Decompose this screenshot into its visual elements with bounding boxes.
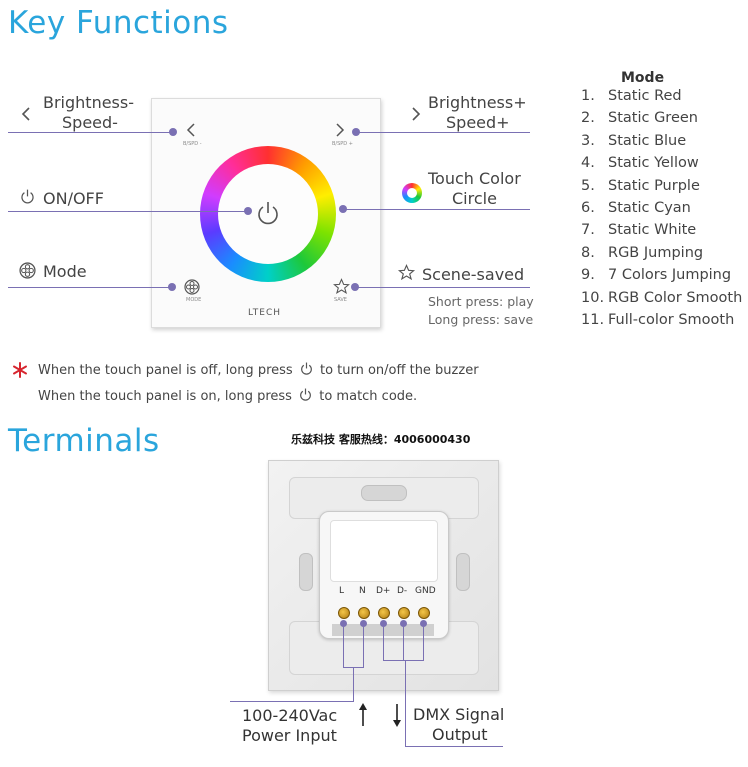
label-brightness-plus: Brightness+ xyxy=(428,93,527,112)
label-power-input: Power Input xyxy=(242,726,337,745)
chevron-right-icon xyxy=(412,107,421,121)
pin-label-dplus: D+ xyxy=(376,586,391,596)
note-line-1: When the touch panel is off, long press … xyxy=(38,362,479,378)
mode-item: 5.Static Purple xyxy=(581,177,700,194)
wire-dot-dminus xyxy=(400,620,407,627)
star-icon xyxy=(397,263,416,281)
panel-power-icon xyxy=(258,202,278,225)
pin-label-dminus: D- xyxy=(397,586,408,596)
panel-mode-text: MODE xyxy=(186,297,202,303)
panel-chevron-right-icon xyxy=(336,123,345,137)
power-icon xyxy=(21,189,34,204)
dot-on-off xyxy=(244,207,252,215)
label-scene-saved: Scene-saved xyxy=(422,265,525,284)
terminals-heading: Terminals xyxy=(8,423,160,459)
rule-brightness-minus xyxy=(8,132,173,133)
hotline-text: 乐兹科技 客服热线：4006000430 xyxy=(291,433,471,446)
arrow-down-icon xyxy=(393,704,401,727)
mode-flower-icon xyxy=(19,262,36,279)
label-power-voltage: 100-240Vac xyxy=(242,706,338,725)
label-touch-color: Touch Color xyxy=(428,169,521,188)
slot-right xyxy=(456,553,470,591)
note-line-2: When the touch panel is on, long press t… xyxy=(38,388,418,404)
panel-brand: LTECH xyxy=(248,308,282,318)
mode-list-title: Mode xyxy=(621,70,665,86)
screw-l xyxy=(338,607,350,619)
screw-dminus xyxy=(398,607,410,619)
label-speed-minus: Speed- xyxy=(62,113,118,132)
key-functions-heading: Key Functions xyxy=(8,5,229,41)
mode-item: 11.Full-color Smooth xyxy=(581,311,735,328)
panel-bspd-minus: B/SPD - xyxy=(183,141,202,147)
pin-label-gnd: GND xyxy=(415,586,436,596)
label-dmx-signal: DMX Signal xyxy=(413,705,505,724)
panel-save-text: SAVE xyxy=(334,297,347,303)
mode-item: 3.Static Blue xyxy=(581,132,687,149)
asterisk-icon xyxy=(13,362,27,378)
rule-on-off xyxy=(8,211,248,212)
pin-label-l: L xyxy=(339,586,345,596)
wire-dot-l xyxy=(340,620,347,627)
mode-item: 7.Static White xyxy=(581,222,697,239)
panel-star-icon xyxy=(333,278,350,295)
color-wheel-icon xyxy=(402,183,422,203)
wire-dot-dplus xyxy=(380,620,387,627)
note-power-icon-2 xyxy=(300,388,312,401)
panel-chevron-left-icon xyxy=(186,123,195,137)
pin-label-n: N xyxy=(359,586,366,596)
panel-bspd-plus: B/SPD + xyxy=(332,141,353,147)
dot-mode xyxy=(168,283,176,291)
screw-gnd xyxy=(418,607,430,619)
mode-item: 8.RGB Jumping xyxy=(581,244,704,261)
label-dmx-output: Output xyxy=(432,725,488,744)
label-circle: Circle xyxy=(452,189,497,208)
label-speed-plus: Speed+ xyxy=(446,113,510,132)
mode-item: 1.Static Red xyxy=(581,88,682,104)
touch-panel: B/SPD - B/SPD + MODE SAVE LTECH xyxy=(151,98,381,328)
wire-dot-gnd xyxy=(420,620,427,627)
arrow-up-icon xyxy=(359,703,367,726)
rule-scene-saved xyxy=(355,287,530,288)
slot-left xyxy=(299,553,313,591)
panel-mode-icon xyxy=(184,279,200,295)
label-on-off: ON/OFF xyxy=(43,189,104,208)
screw-dplus xyxy=(378,607,390,619)
label-long-press: Long press: save xyxy=(428,312,534,327)
rule-touch-color xyxy=(343,209,530,210)
mode-item: 4.Static Yellow xyxy=(581,155,699,172)
mode-list: 1.Static Red 2.Static Green 3.Static Blu… xyxy=(581,88,742,334)
mode-item: 10.RGB Color Smooth xyxy=(581,289,743,306)
rule-mode xyxy=(8,287,172,288)
color-wheel xyxy=(200,146,336,282)
wire-dot-n xyxy=(360,620,367,627)
mode-item: 9.7 Colors Jumping xyxy=(581,267,732,284)
label-brightness-minus: Brightness- xyxy=(43,93,134,112)
rule-brightness-plus xyxy=(356,132,530,133)
mode-item: 2.Static Green xyxy=(581,110,698,127)
screw-n xyxy=(358,607,370,619)
label-mode: Mode xyxy=(43,262,87,281)
dot-brightness-minus xyxy=(169,128,177,136)
note-power-icon xyxy=(300,362,312,375)
slot-top xyxy=(361,485,407,501)
label-short-press: Short press: play xyxy=(428,294,534,309)
chevron-left-icon xyxy=(21,107,30,121)
mode-item: 6.Static Cyan xyxy=(581,199,691,216)
